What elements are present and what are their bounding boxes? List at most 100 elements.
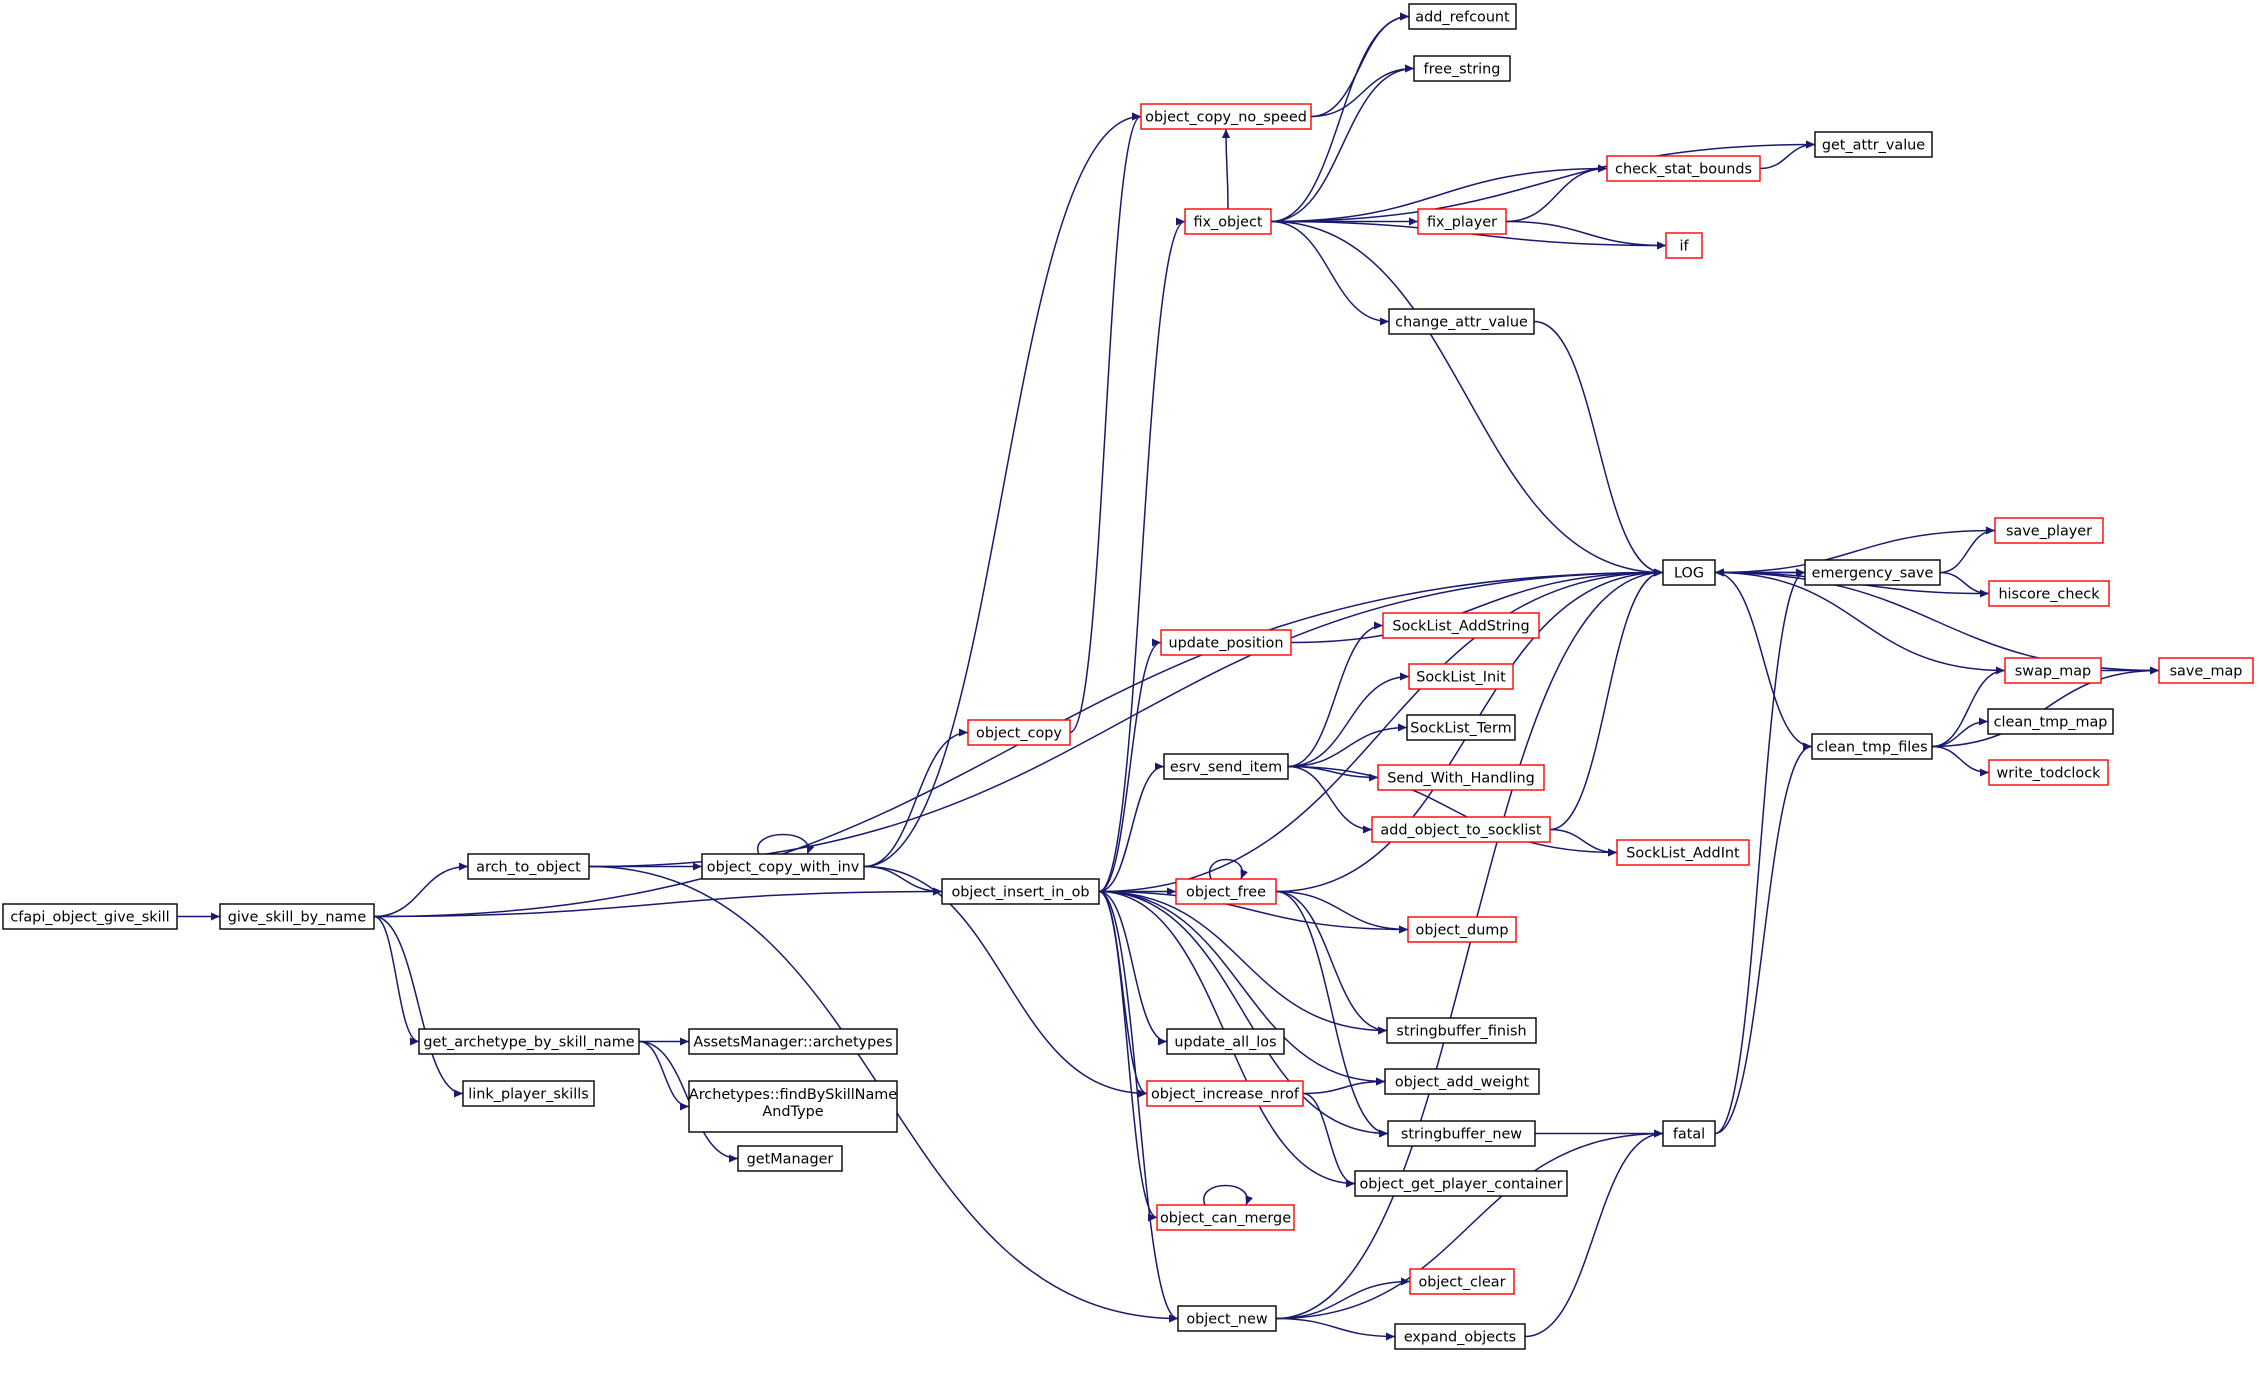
node-object_new[interactable]: object_new: [1177, 1305, 1277, 1332]
node-save_player[interactable]: save_player: [1994, 517, 2104, 544]
node-SockList_Term[interactable]: SockList_Term: [1406, 714, 1516, 741]
node-object_can_merge[interactable]: object_can_merge: [1156, 1204, 1295, 1231]
node-change_attr_value[interactable]: change_attr_value: [1388, 308, 1535, 335]
node-object_copy_no_speed[interactable]: object_copy_no_speed: [1140, 103, 1312, 130]
node-object_free[interactable]: object_free: [1175, 878, 1277, 905]
edge-esrv_send_item-to-add_object_to_socklist: [1287, 765, 1373, 834]
node-link_player_skills[interactable]: link_player_skills: [462, 1080, 595, 1107]
node-box: [967, 719, 1071, 746]
node-label: object_clear: [1418, 1275, 1505, 1291]
node-stringbuffer_finish[interactable]: stringbuffer_finish: [1386, 1017, 1537, 1044]
edge-give_skill_by_name-to-arch_to_object: [373, 862, 469, 918]
node-label: object_insert_in_ob: [951, 885, 1089, 901]
node-give_skill_by_name[interactable]: give_skill_by_name: [219, 903, 375, 930]
node-esrv_send_item[interactable]: esrv_send_item: [1163, 753, 1289, 780]
node-emergency_save[interactable]: emergency_save: [1804, 559, 1941, 586]
node-stringbuffer_new[interactable]: stringbuffer_new: [1387, 1120, 1536, 1147]
node-label: object_new: [1186, 1312, 1268, 1328]
edge-fatal-to-clean_tmp_files: [1714, 742, 1813, 1135]
edge-emergency_save-to-save_player: [1939, 526, 1996, 574]
edge-fix_object-to-LOG: [1270, 220, 1664, 577]
node-AssetsManager_archetypes[interactable]: AssetsManager::archetypes: [688, 1028, 898, 1055]
node-label: esrv_send_item: [1170, 760, 1282, 776]
node-box: [1987, 708, 2114, 735]
edge-give_skill_by_name-to-object_insert_in_ob: [373, 887, 943, 918]
node-label: object_free: [1186, 885, 1266, 901]
node-object_increase_nrof[interactable]: object_increase_nrof: [1146, 1080, 1304, 1107]
edge-object_new-to-fatal: [1275, 1129, 1664, 1320]
node-object_dump[interactable]: object_dump: [1407, 916, 1517, 943]
node-label: object_copy_no_speed: [1145, 110, 1307, 126]
edge-object_insert_in_ob-to-esrv_send_item: [1098, 762, 1165, 893]
node-arch_to_object[interactable]: arch_to_object: [467, 853, 590, 880]
node-update_position[interactable]: update_position: [1160, 629, 1292, 656]
node-label: save_map: [2170, 664, 2243, 680]
node-fix_player[interactable]: fix_player: [1417, 208, 1507, 235]
node-label: arch_to_object: [476, 860, 581, 876]
node-check_stat_bounds[interactable]: check_stat_bounds: [1606, 155, 1761, 182]
node-label: get_attr_value: [1822, 138, 1925, 154]
node-box: [2, 903, 178, 930]
node-label: stringbuffer_finish: [1396, 1024, 1526, 1040]
node-object_insert_in_ob[interactable]: object_insert_in_ob: [941, 878, 1100, 905]
node-clean_tmp_files[interactable]: clean_tmp_files: [1811, 733, 1933, 760]
node-label: stringbuffer_new: [1401, 1127, 1522, 1143]
node-box: [1175, 878, 1277, 905]
node-label: SockList_Term: [1410, 721, 1511, 737]
node-swap_map[interactable]: swap_map: [2004, 657, 2102, 684]
node-label: update_all_los: [1174, 1035, 1276, 1051]
node-object_clear[interactable]: object_clear: [1409, 1268, 1515, 1295]
node-SockList_AddString[interactable]: SockList_AddString: [1382, 612, 1540, 639]
node-label: clean_tmp_files: [1816, 740, 1927, 756]
node-fatal[interactable]: fatal: [1662, 1120, 1716, 1147]
node-object_copy_with_inv[interactable]: object_copy_with_inv: [701, 853, 865, 880]
node-hiscore_check[interactable]: hiscore_check: [1988, 580, 2110, 607]
node-free_string[interactable]: free_string: [1413, 55, 1511, 82]
edge-object_insert_in_ob-to-stringbuffer_new: [1098, 890, 1389, 1138]
node-label: object_add_weight: [1395, 1075, 1530, 1091]
edge-object_insert_in_ob-to-object_dump: [1098, 890, 1409, 934]
node-box: [1160, 629, 1292, 656]
node-fix_object[interactable]: fix_object: [1184, 208, 1272, 235]
edge-expand_objects-to-fatal: [1524, 1129, 1664, 1338]
node-object_get_player_container[interactable]: object_get_player_container: [1354, 1170, 1568, 1197]
edge-object_copy-to-object_copy_no_speed: [1069, 112, 1142, 734]
node-write_todclock[interactable]: write_todclock: [1988, 759, 2109, 786]
edge-object_insert_in_ob-to-update_all_los: [1098, 890, 1168, 1046]
edge-object_copy_with_inv-to-object_copy: [863, 728, 969, 868]
node-SockList_AddInt[interactable]: SockList_AddInt: [1616, 839, 1750, 866]
node-label: object_copy_with_inv: [707, 860, 860, 876]
edge-esrv_send_item-to-SockList_Term: [1287, 723, 1408, 768]
node-get_attr_value[interactable]: get_attr_value: [1814, 131, 1933, 158]
node-SockList_Init[interactable]: SockList_Init: [1408, 663, 1514, 690]
node-LOG[interactable]: LOG: [1662, 559, 1716, 586]
node-box: [1606, 155, 1761, 182]
node-object_add_weight[interactable]: object_add_weight: [1384, 1068, 1540, 1095]
node-add_object_to_socklist[interactable]: add_object_to_socklist: [1371, 816, 1551, 843]
node-cfapi_object_give_skill[interactable]: cfapi_object_give_skill: [2, 903, 178, 930]
node-label: SockList_AddString: [1392, 619, 1529, 635]
node-object_copy[interactable]: object_copy: [967, 719, 1071, 746]
edge-esrv_send_item-to-SockList_Init: [1287, 672, 1410, 768]
node-box: [737, 1145, 843, 1172]
node-box: [462, 1080, 595, 1107]
node-label: cfapi_object_give_skill: [10, 910, 169, 926]
node-clean_tmp_map[interactable]: clean_tmp_map: [1987, 708, 2114, 735]
node-add_refcount[interactable]: add_refcount: [1408, 3, 1517, 30]
node-box: [1140, 103, 1312, 130]
edge-object_insert_in_ob-to-update_position: [1098, 638, 1162, 893]
node-save_map[interactable]: save_map: [2158, 657, 2254, 684]
node-getManager[interactable]: getManager: [737, 1145, 843, 1172]
node-box: [1988, 580, 2110, 607]
node-expand_objects[interactable]: expand_objects: [1394, 1323, 1526, 1350]
node-get_archetype_by_skill_name[interactable]: get_archetype_by_skill_name: [418, 1028, 640, 1055]
node-update_all_los[interactable]: update_all_los: [1166, 1028, 1285, 1055]
node-label: object_dump: [1416, 923, 1509, 939]
node-label: add_refcount: [1415, 10, 1510, 26]
node-box: [1371, 816, 1551, 843]
edge-fix_object-to-check_stat_bounds: [1270, 164, 1608, 223]
edge-clean_tmp_files-to-write_todclock: [1931, 745, 1990, 777]
node-Send_With_Handling[interactable]: Send_With_Handling: [1377, 764, 1545, 791]
node-if[interactable]: if: [1665, 232, 1703, 259]
